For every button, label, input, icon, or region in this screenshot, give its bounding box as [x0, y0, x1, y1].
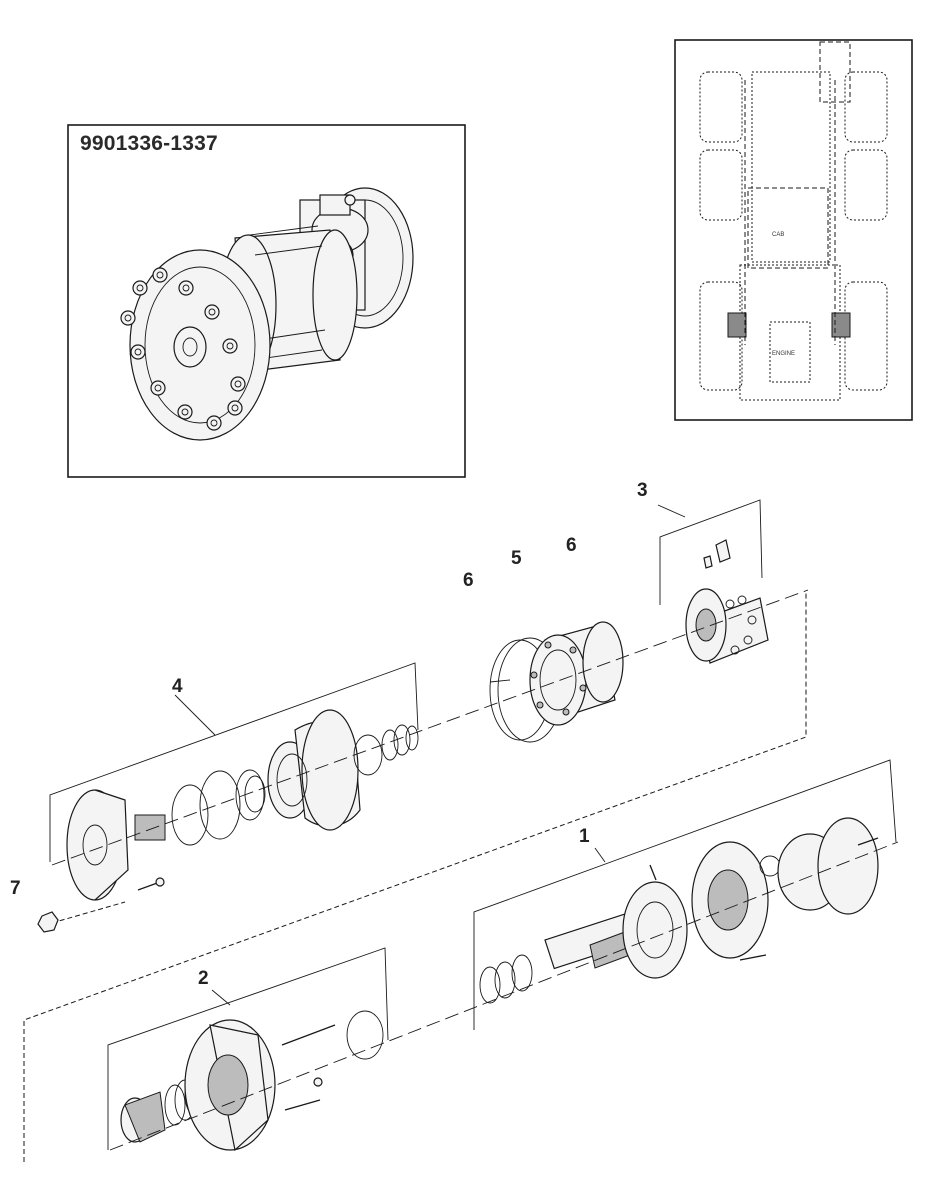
machine-location-inset: CAB ENGINE [674, 39, 913, 421]
part-1-shaft-and-valve [473, 759, 897, 1030]
inset-part-number: 9901336-1337 [80, 132, 218, 155]
callout-3: 3 [637, 480, 648, 501]
callout-6a: 6 [463, 570, 474, 591]
part-5-housing-with-rings [489, 621, 624, 743]
callout-6b: 6 [566, 535, 577, 556]
assembled-motor-inset [67, 124, 466, 478]
callout-5: 5 [511, 548, 522, 569]
assembly-axis [23, 589, 899, 1162]
engine-label: ENGINE [772, 351, 795, 357]
callout-4: 4 [172, 676, 183, 697]
cab-label: CAB [772, 232, 784, 238]
callout-2: 2 [198, 968, 209, 989]
part-7-nut [37, 901, 126, 933]
part-2-brake-housing [107, 947, 389, 1152]
part-3-cylinder-block [657, 499, 769, 664]
callout-7: 7 [10, 878, 21, 899]
callout-1: 1 [579, 826, 590, 847]
part-4-output-shaft [49, 662, 419, 901]
